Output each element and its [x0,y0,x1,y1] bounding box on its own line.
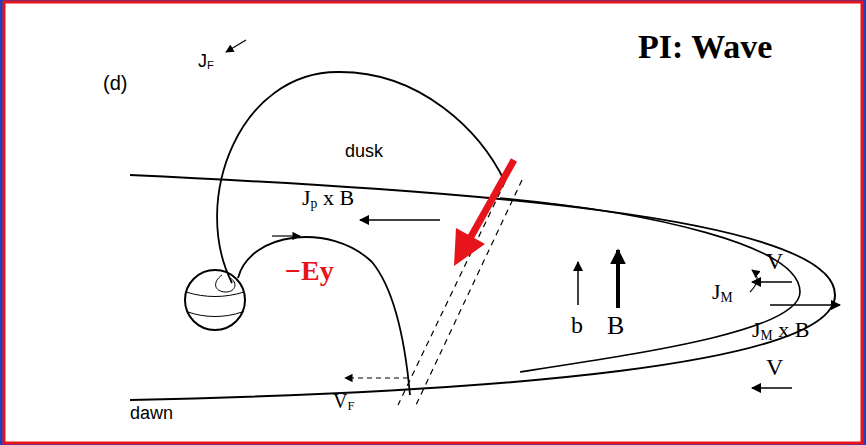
current-arrow [272,235,300,236]
magnetopause [130,175,835,400]
flow-label: V [766,354,783,380]
dashed-front [398,182,505,405]
flow-label: V [766,248,783,274]
dashed-front [416,180,522,405]
force-arrow [360,219,440,221]
region-label: dusk [345,142,383,162]
flow-arrow [752,281,792,283]
diagram-title: PI: Wave [638,28,772,65]
current-label: JF [198,52,214,72]
current-arrow [750,270,757,292]
field-arrow [577,262,579,305]
force-arrow [770,304,840,306]
earth [185,270,245,330]
red-arrow [454,160,514,266]
flow-arrow [752,387,792,389]
current-arrow [226,40,246,52]
panel-letter: (d) [103,72,127,94]
inner-boundary [500,198,800,372]
red-border [4,2,862,443]
region-label: dawn [130,404,173,424]
flow-arrow [345,377,408,378]
field-line [217,72,505,283]
field-label: b [571,312,583,338]
field-label: B [607,312,624,341]
current-label: JM [712,280,733,304]
field-arrow [616,250,620,308]
electric-field-label: −Ey [285,256,334,287]
flow-label: VF [333,390,354,412]
field-line [238,237,410,395]
force-label: JM x B [752,318,809,342]
force-label: Jp x B [302,186,354,210]
